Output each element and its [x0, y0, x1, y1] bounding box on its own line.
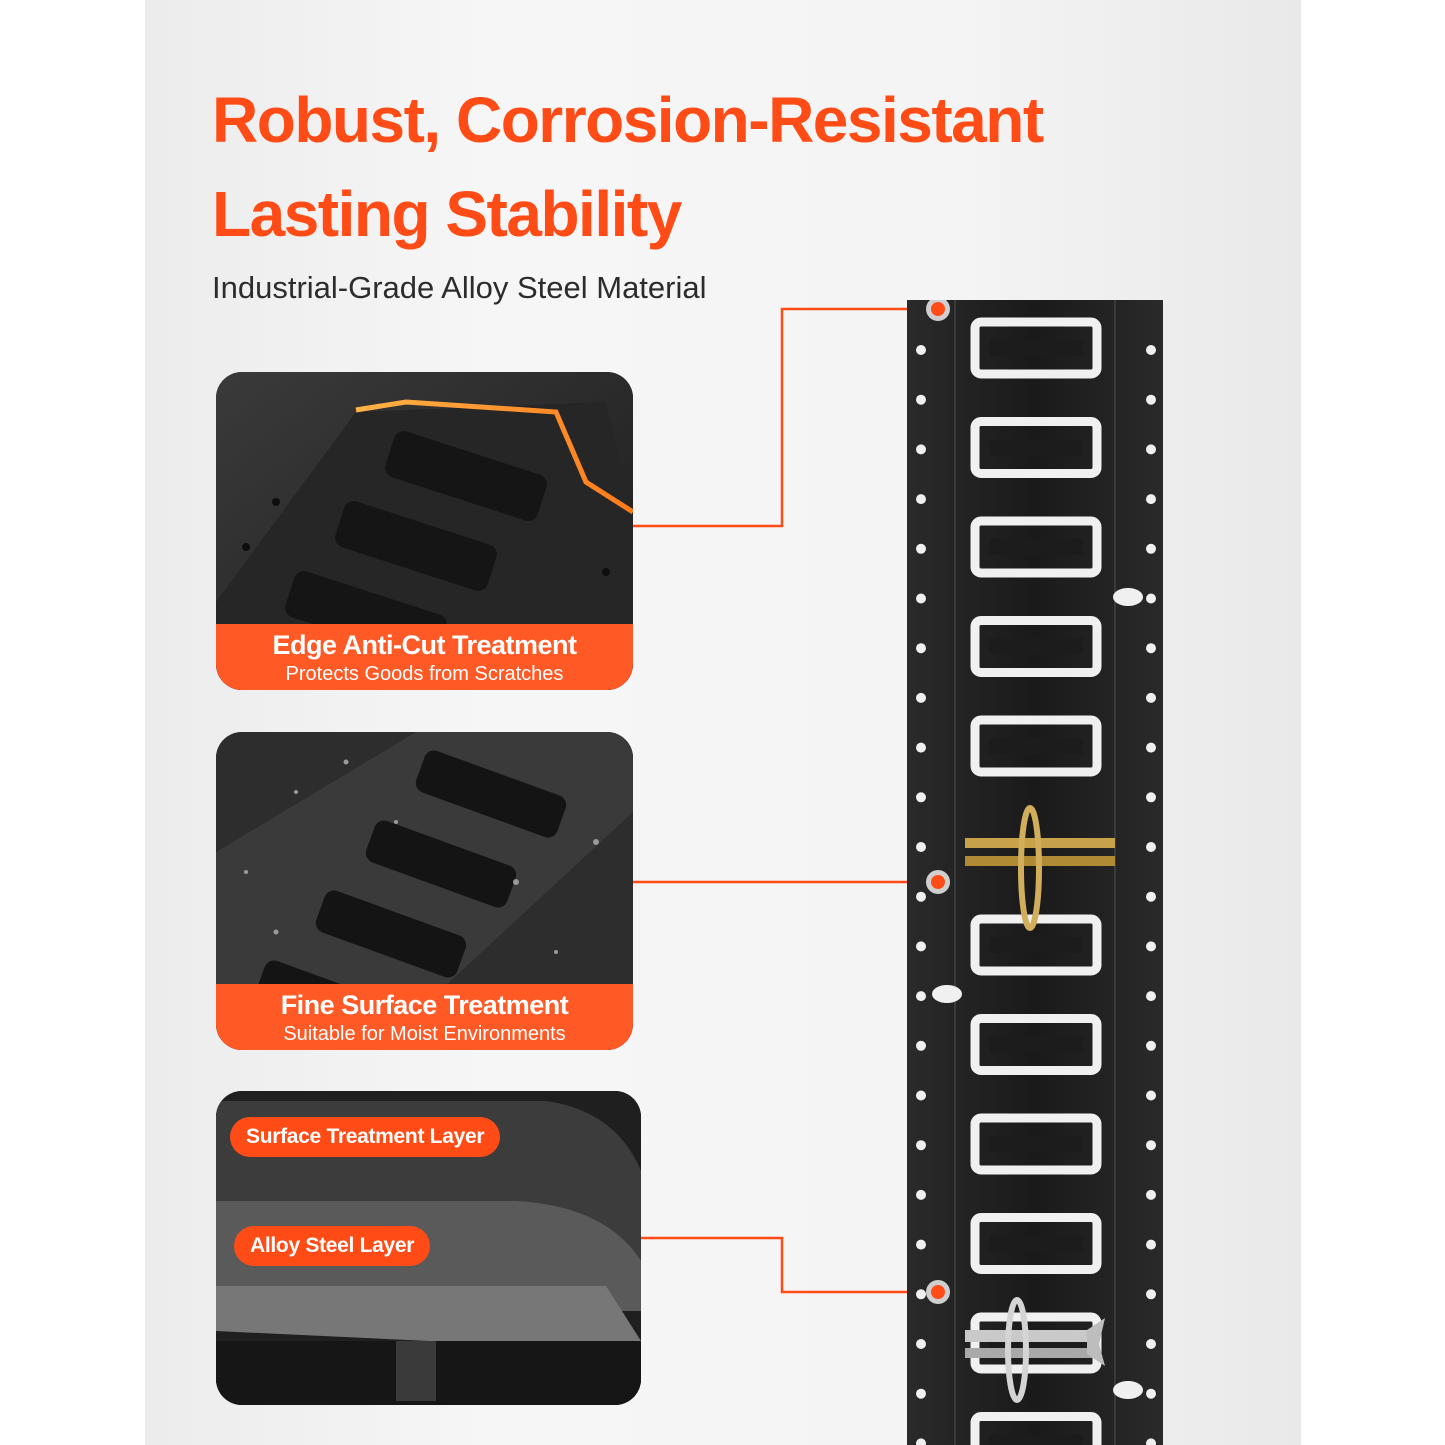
rail-slot-shadow: [989, 1036, 1083, 1053]
feature-caption: Protects Goods from Scratches: [285, 663, 564, 685]
rail-mount-hole: [1146, 891, 1156, 902]
rail-mount-hole: [1146, 1239, 1156, 1250]
rail-mount-hole: [1146, 692, 1156, 703]
rail-oval-hole: [1113, 1381, 1143, 1399]
rail-mount-hole: [916, 1189, 926, 1200]
rail-mount-hole: [1146, 1040, 1156, 1051]
rail-mount-hole: [1146, 494, 1156, 505]
rail-mount-hole: [916, 1140, 926, 1151]
layer-card: Surface Treatment Layer Alloy Steel Laye…: [216, 1091, 641, 1405]
edge-closeup-illustration: [216, 372, 633, 690]
rail-mount-hole: [916, 1239, 926, 1250]
rail-mount-hole: [1146, 1189, 1156, 1200]
surface-layer-label: Surface Treatment Layer: [230, 1117, 501, 1157]
alloy-layer-label: Alloy Steel Layer: [234, 1226, 431, 1266]
rail-slot-shadow: [989, 340, 1083, 356]
rail-slot: [970, 1014, 1102, 1075]
rail-slot-shadow: [989, 638, 1083, 655]
rail-slot-shadow: [989, 1235, 1083, 1252]
rail-slot: [970, 1113, 1102, 1175]
rail-mount-hole: [1146, 593, 1156, 604]
headline-line-1: Robust, Corrosion-Resistant: [212, 84, 1044, 156]
rail-slot-shadow: [989, 539, 1083, 555]
feature-title: Fine Surface Treatment: [280, 990, 569, 1020]
rail-mount-hole: [916, 394, 926, 405]
e-track-rail-illustration: [907, 300, 1163, 1445]
rail-mount-hole: [1146, 1438, 1156, 1445]
rail-mount-hole: [916, 643, 926, 654]
rail-mount-hole: [916, 692, 926, 703]
rail-mount-hole: [916, 792, 926, 803]
rail-slot-shadow: [989, 439, 1083, 456]
rail-mount-hole: [1146, 991, 1156, 1002]
rail-mount-hole: [916, 1090, 926, 1101]
rail-slot-shadow: [989, 738, 1083, 754]
rail-mount-hole: [916, 444, 926, 455]
rail-mount-hole: [1146, 543, 1156, 554]
rail-mount-hole: [1146, 1140, 1156, 1151]
rail-mount-hole: [916, 1339, 926, 1349]
rail-mount-hole: [1146, 1339, 1156, 1349]
rail-slot: [970, 1213, 1102, 1274]
rail-mount-hole: [1146, 643, 1156, 654]
rail-mount-hole: [916, 1438, 926, 1445]
feature-band-surface: Fine Surface Treatment Suitable for Mois…: [216, 984, 633, 1050]
rail-mount-hole: [1146, 1289, 1156, 1300]
feature-band-edge: Edge Anti-Cut Treatment Protects Goods f…: [216, 624, 633, 690]
rail-mount-hole: [916, 494, 926, 505]
rail-slot: [970, 417, 1102, 478]
rail-slot-shadow: [989, 937, 1083, 953]
rail-mount-hole: [916, 593, 926, 604]
rail-oval-hole: [1113, 588, 1143, 606]
silver-tie-off-fitting: [965, 1297, 1105, 1403]
rail-mount-hole: [1146, 842, 1156, 852]
feature-caption: Suitable for Moist Environments: [283, 1023, 566, 1045]
rail-mount-hole: [1146, 345, 1156, 355]
rail-mount-hole: [1146, 394, 1156, 405]
rail-slot: [970, 516, 1102, 578]
rail-mount-hole: [916, 1040, 926, 1051]
rail-mount-hole: [916, 345, 926, 355]
rail-mount-hole: [916, 941, 926, 952]
feature-title: Edge Anti-Cut Treatment: [272, 630, 577, 660]
rail-mount-hole: [916, 1388, 926, 1399]
rail-mount-hole: [1146, 444, 1156, 455]
rail-mount-hole: [916, 891, 926, 902]
rail-mount-hole: [1146, 742, 1156, 753]
rail-mount-hole: [1146, 941, 1156, 952]
rail-mount-hole: [916, 742, 926, 753]
rail-slot: [970, 715, 1102, 777]
rail-mount-hole: [916, 1289, 926, 1300]
rail-mount-hole: [916, 991, 926, 1002]
rail-mount-hole: [1146, 1388, 1156, 1399]
gold-tie-off-fitting: [965, 805, 1115, 931]
rail-mount-hole: [916, 543, 926, 554]
rail-slot: [970, 1412, 1102, 1445]
subtitle: Industrial-Grade Alloy Steel Material: [212, 270, 707, 305]
rail-slot-shadow: [989, 1434, 1083, 1445]
feature-card-surface: Fine Surface Treatment Suitable for Mois…: [216, 732, 633, 1050]
rail-mount-hole: [1146, 792, 1156, 803]
rail-slot: [970, 616, 1102, 677]
rail-mount-hole: [1146, 1090, 1156, 1101]
headline-line-2: Lasting Stability: [212, 178, 682, 250]
rail-slot-shadow: [989, 1136, 1083, 1152]
feature-card-edge: Edge Anti-Cut Treatment Protects Goods f…: [216, 372, 633, 690]
rail-mount-hole: [916, 842, 926, 852]
rail-slot: [970, 317, 1102, 379]
rail-oval-hole: [932, 985, 962, 1003]
